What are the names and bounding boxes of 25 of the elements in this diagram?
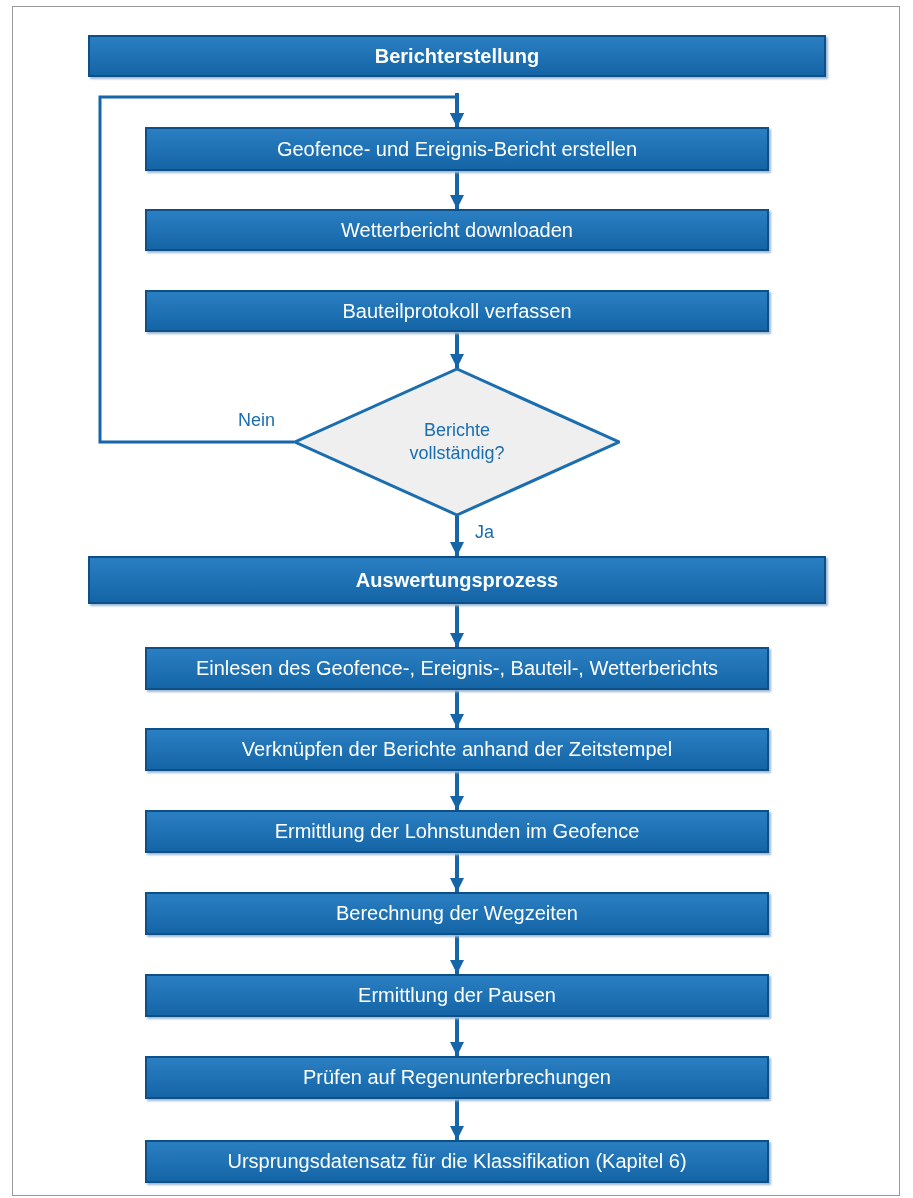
process-box: Bauteilprotokoll verfassen	[145, 290, 769, 332]
process-box: Verknüpfen der Berichte anhand der Zeitstempel	[145, 728, 769, 771]
arrow	[450, 171, 464, 209]
arrow	[450, 604, 464, 647]
arrow	[450, 690, 464, 728]
section-header-bar: Auswertungsprozess	[88, 556, 826, 604]
process-box: Wetterbericht downloaden	[145, 209, 769, 251]
process-box: Geofence- und Ereignis-Bericht erstellen	[145, 127, 769, 171]
arrow	[98, 95, 464, 444]
process-box: Ermittlung der Pausen	[145, 974, 769, 1017]
arrow	[450, 1017, 464, 1056]
decision-text: Berichte vollständig?	[408, 418, 506, 465]
process-box: Ursprungsdatensatz für die Klassifikation (Kapitel 6)	[145, 1140, 769, 1183]
arrow	[450, 935, 464, 974]
arrow	[450, 771, 464, 810]
arrow	[450, 853, 464, 892]
arrow	[450, 1099, 464, 1140]
process-box: Berechnung der Wegzeiten	[145, 892, 769, 935]
decision-diamond	[294, 368, 620, 516]
arrow	[450, 516, 464, 556]
process-box: Einlesen des Geofence-, Ereignis-, Bauteil-, Wetterberichts	[145, 647, 769, 690]
process-box: Prüfen auf Regenunterbrechungen	[145, 1056, 769, 1099]
section-header-bar: Berichterstellung	[88, 35, 826, 77]
process-box: Ermittlung der Lohnstunden im Geofence	[145, 810, 769, 853]
arrow	[450, 332, 464, 368]
